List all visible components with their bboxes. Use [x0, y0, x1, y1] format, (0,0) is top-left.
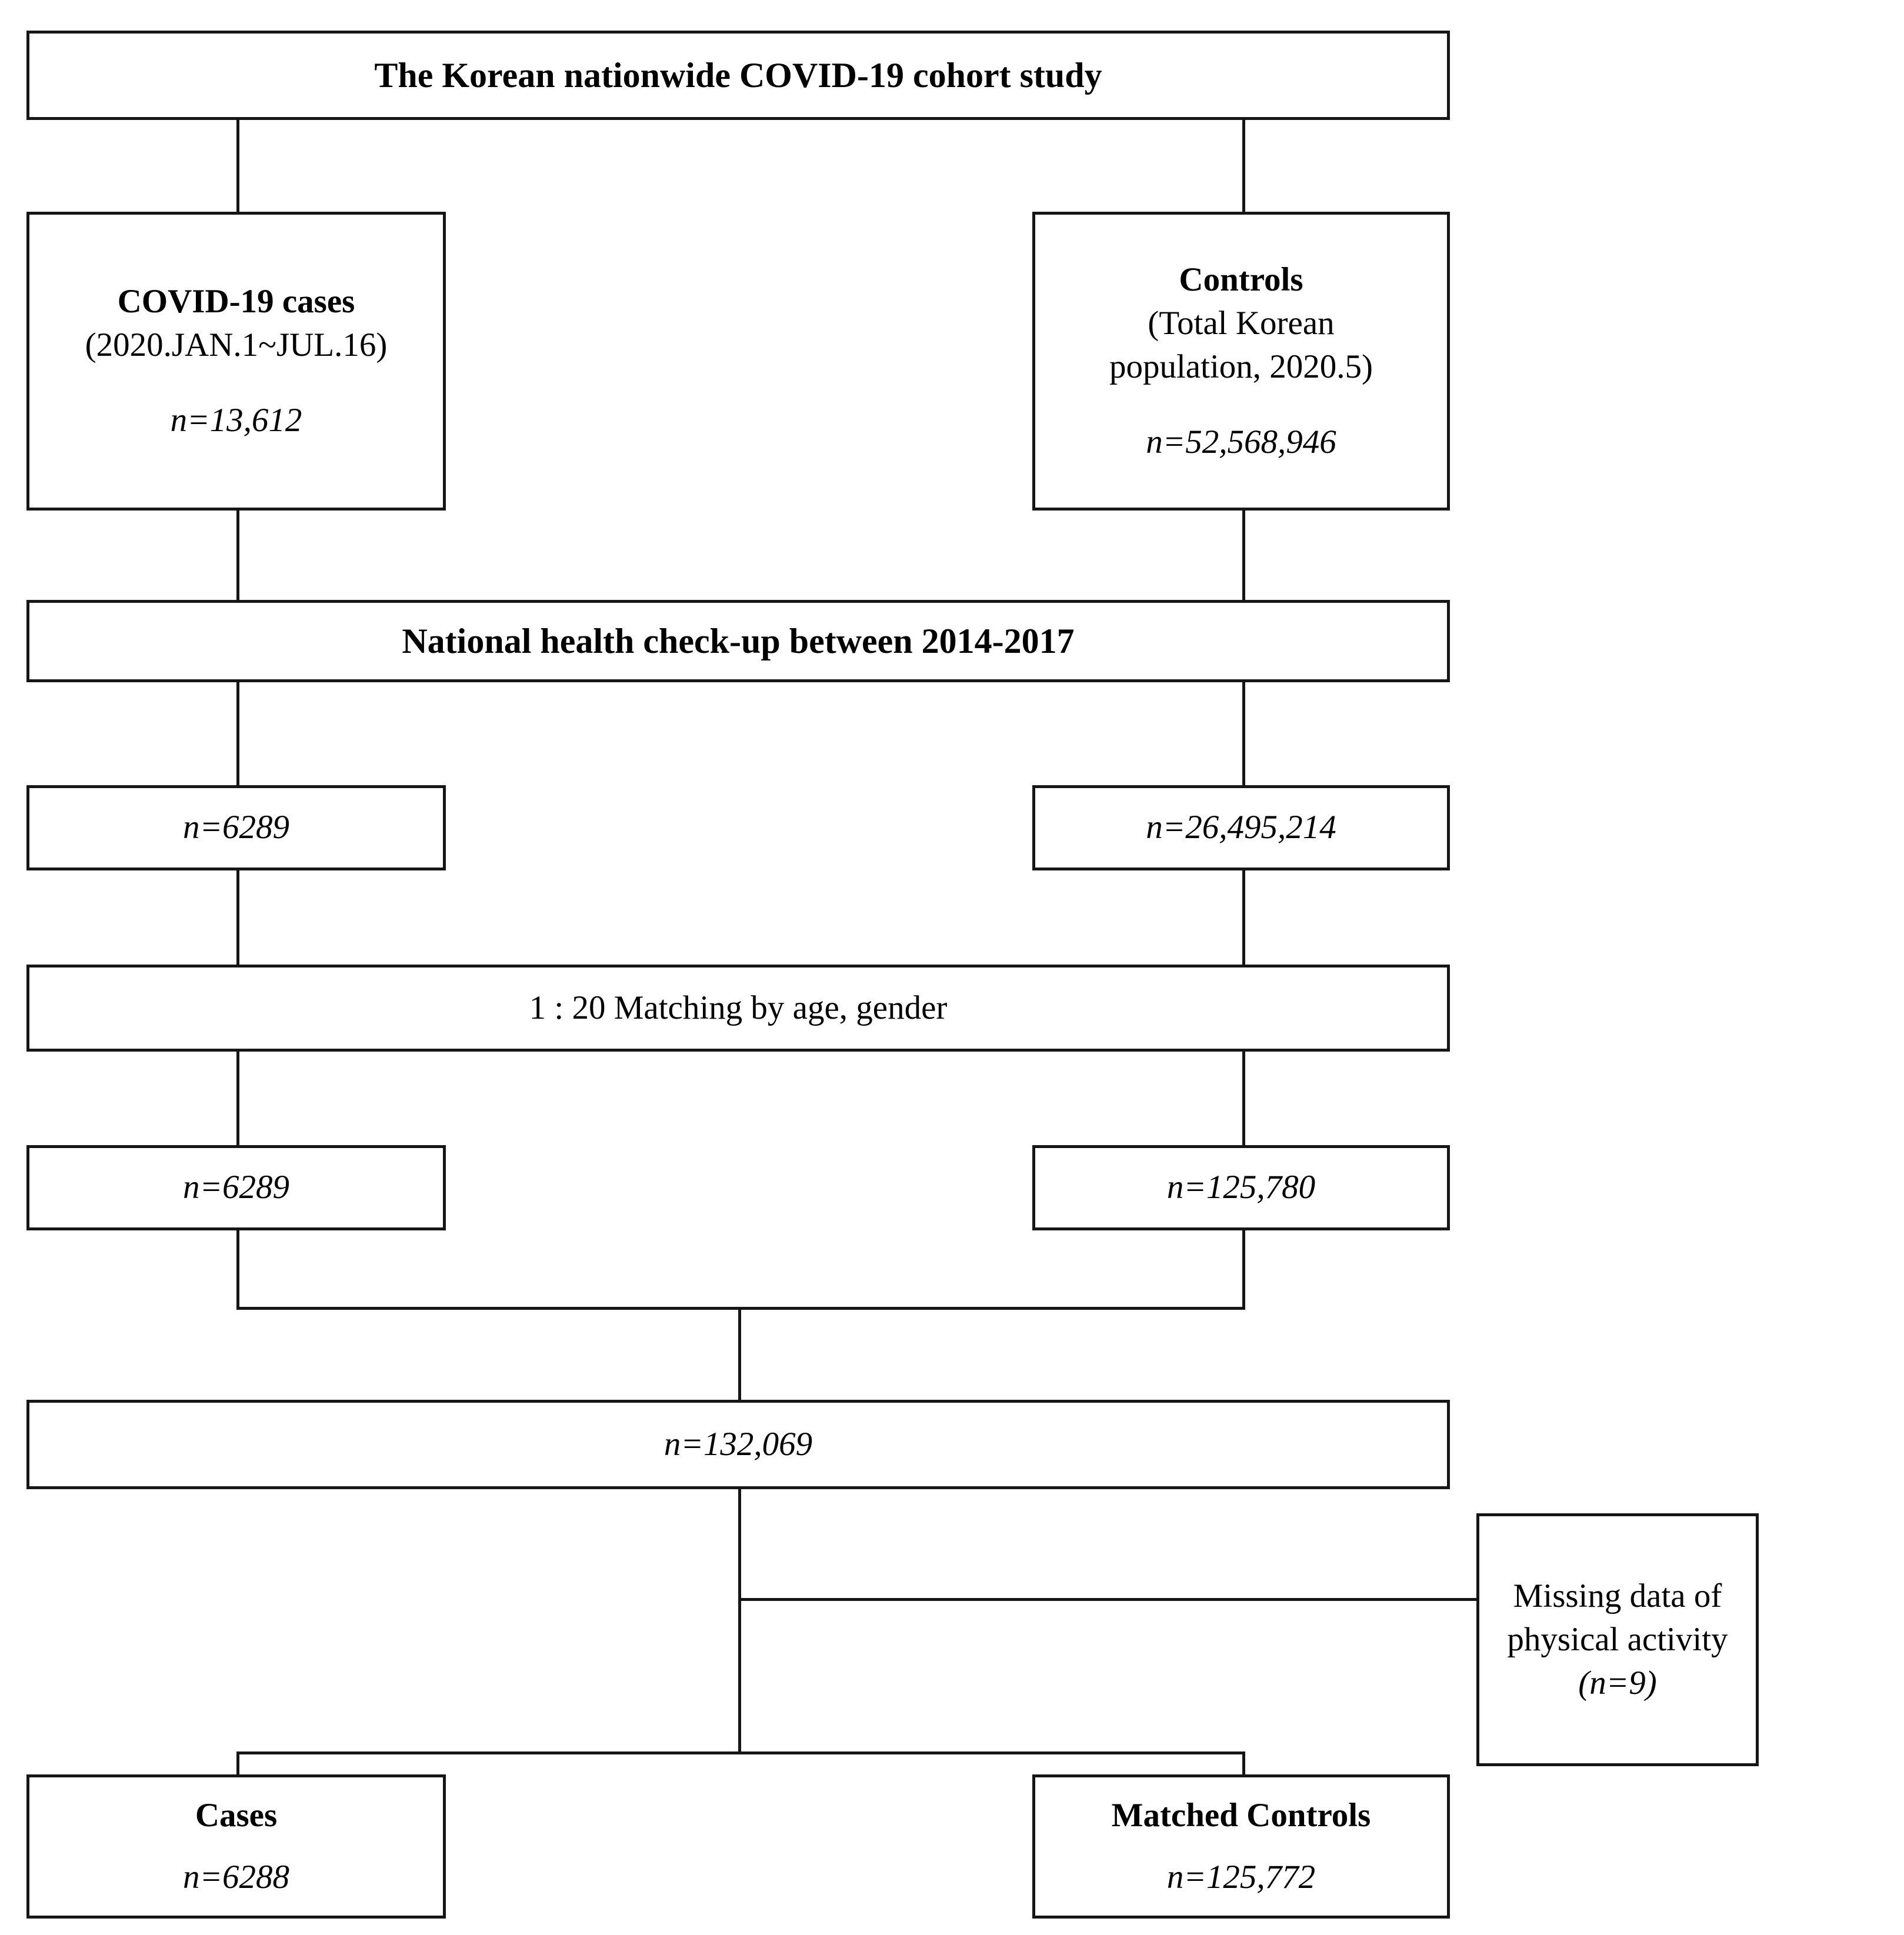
- cases-source-title: COVID-19 cases: [117, 282, 355, 320]
- connector-matching-to-cases-matched: [236, 1050, 239, 1147]
- controls-source-subtitle-line2: population, 2020.5): [1109, 348, 1373, 385]
- root-label: The Korean nationwide COVID-19 cohort st…: [374, 56, 1102, 95]
- box-controls-source: Controls (Total Korean population, 2020.…: [1032, 212, 1450, 511]
- box-excluded-missing-data: Missing data of physical activity (n=9): [1476, 1513, 1759, 1766]
- box-controls-matched: n=125,780: [1032, 1145, 1450, 1230]
- connector-root-to-cases: [236, 118, 239, 215]
- controls-source-title: Controls: [1179, 261, 1303, 298]
- connector-checkup-to-controls-n: [1242, 681, 1245, 787]
- connector-bracket-to-final-cases: [236, 1751, 239, 1776]
- box-controls-after-checkup: n=26,495,214: [1032, 785, 1450, 870]
- box-matching-rule: 1 : 20 Matching by age, gender: [26, 965, 1450, 1052]
- controls-source-subtitle-line1: (Total Korean: [1148, 304, 1335, 342]
- connector-merge-to-pooled: [738, 1307, 741, 1401]
- box-national-health-checkup: National health check-up between 2014-20…: [26, 600, 1450, 682]
- connector-pooled-to-excluded: [738, 1598, 1478, 1601]
- connector-bracket-to-final-controls: [1242, 1751, 1245, 1776]
- excluded-count: (n=9): [1578, 1664, 1657, 1702]
- box-cases-matched: n=6289: [26, 1145, 446, 1230]
- connector-checkup-to-cases-n: [236, 681, 239, 787]
- cases-source-subtitle: (2020.JAN.1~JUL.16): [85, 326, 388, 363]
- connector-matching-to-controls-matched: [1242, 1050, 1245, 1147]
- box-final-cases: Cases n=6288: [26, 1774, 446, 1919]
- connector-final-bracket: [236, 1751, 1245, 1754]
- controls-matched-count: n=125,780: [1166, 1169, 1316, 1206]
- final-controls-title: Matched Controls: [1111, 1796, 1371, 1834]
- box-covid-cases-source: COVID-19 cases (2020.JAN.1~JUL.16) n=13,…: [26, 212, 446, 511]
- box-cases-after-checkup: n=6289: [26, 785, 446, 870]
- final-cases-count: n=6288: [183, 1859, 289, 1896]
- final-cases-title: Cases: [195, 1796, 278, 1834]
- excluded-line2: physical activity: [1507, 1620, 1728, 1658]
- connector-controls-n-to-matching: [1242, 869, 1245, 966]
- matching-label: 1 : 20 Matching by age, gender: [529, 989, 948, 1026]
- connector-cases-matched-down: [236, 1229, 239, 1309]
- box-pooled-cohort: n=132,069: [26, 1400, 1450, 1489]
- connector-cases-n-to-matching: [236, 869, 239, 966]
- box-cohort-study-root: The Korean nationwide COVID-19 cohort st…: [26, 31, 1450, 120]
- cases-checkup-count: n=6289: [183, 809, 289, 846]
- connector-cases-to-checkup: [236, 509, 239, 600]
- connector-controls-to-checkup: [1242, 509, 1245, 600]
- connector-controls-matched-down: [1242, 1229, 1245, 1309]
- connector-pooled-down: [738, 1488, 741, 1753]
- controls-checkup-count: n=26,495,214: [1146, 809, 1336, 846]
- box-final-matched-controls: Matched Controls n=125,772: [1032, 1774, 1450, 1919]
- final-controls-count: n=125,772: [1166, 1859, 1316, 1896]
- excluded-line1: Missing data of: [1513, 1577, 1722, 1614]
- checkup-label: National health check-up between 2014-20…: [402, 622, 1075, 660]
- controls-source-count: n=52,568,946: [1146, 423, 1336, 461]
- connector-root-to-controls: [1242, 118, 1245, 215]
- pooled-count: n=132,069: [663, 1425, 813, 1463]
- cases-source-count: n=13,612: [170, 402, 302, 439]
- cases-matched-count: n=6289: [183, 1169, 289, 1206]
